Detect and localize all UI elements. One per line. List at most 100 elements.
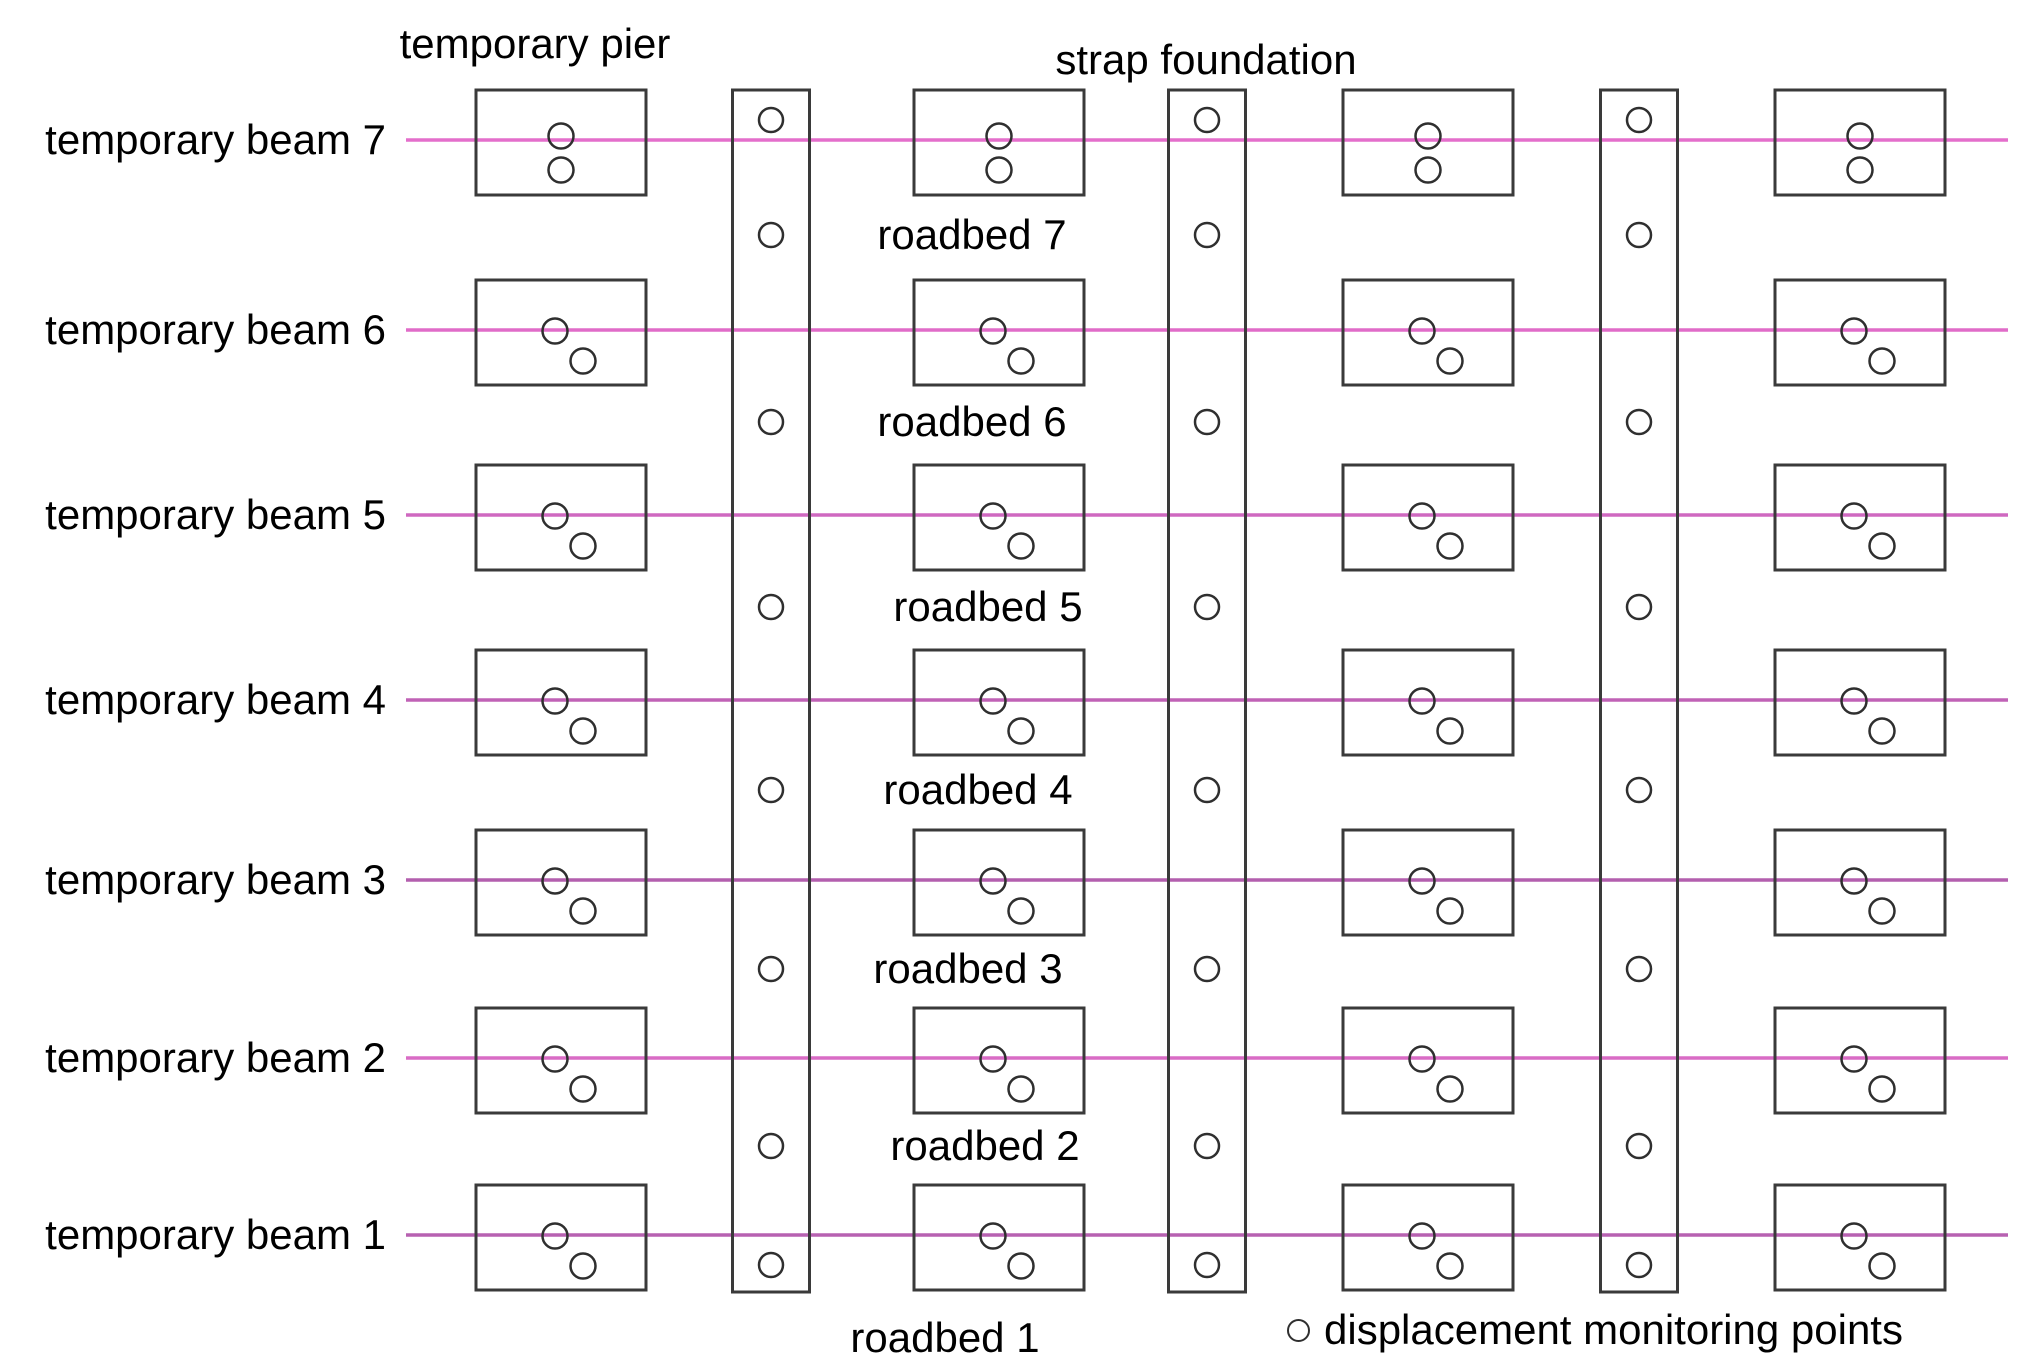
temporary-pier-rect <box>1773 278 1947 387</box>
monitoring-point-circle <box>1193 221 1221 249</box>
monitoring-point-circle <box>1193 106 1221 134</box>
temporary-pier-label: temporary pier <box>399 20 671 67</box>
monitoring-point-circle <box>757 776 785 804</box>
monitoring-point-circle <box>1840 867 1868 895</box>
beam-label-5: temporary beam 5 <box>45 491 386 538</box>
monitoring-point-circle <box>1436 1252 1464 1280</box>
monitoring-point-circle <box>1408 687 1436 715</box>
roadbed-label-2: roadbed 2 <box>890 1122 1080 1169</box>
temporary-pier-rect <box>1773 648 1947 757</box>
strap-foundation-rect <box>1167 88 1247 1294</box>
monitoring-point-circle <box>979 317 1007 345</box>
monitoring-point-circle <box>1625 221 1653 249</box>
monitoring-point-circle <box>541 867 569 895</box>
roadbed-label-7: roadbed 7 <box>877 211 1067 258</box>
monitoring-point-circle <box>1408 317 1436 345</box>
temporary-pier-rect <box>1773 828 1947 937</box>
beam-label-2: temporary beam 2 <box>45 1034 386 1081</box>
monitoring-point-circle <box>541 502 569 530</box>
monitoring-point-circle <box>979 1045 1007 1073</box>
temporary-pier-rect <box>1773 463 1947 572</box>
temporary-pier-rect <box>474 278 648 387</box>
temporary-pier-rect <box>1341 278 1515 387</box>
monitoring-point-circle <box>1414 156 1442 184</box>
beam-label-3: temporary beam 3 <box>45 856 386 903</box>
temporary-pier-rect <box>1341 463 1515 572</box>
monitoring-point-circle <box>1840 687 1868 715</box>
monitoring-point-circle <box>979 1222 1007 1250</box>
temporary-pier-rect <box>1341 1183 1515 1292</box>
monitoring-point-circle <box>1007 1252 1035 1280</box>
monitoring-point-circle <box>547 156 575 184</box>
monitoring-point-circle <box>1625 106 1653 134</box>
monitoring-point-circle <box>979 867 1007 895</box>
monitoring-point-circle <box>1193 1251 1221 1279</box>
temporary-pier-rect <box>912 1183 1086 1292</box>
monitoring-point-circle <box>1436 347 1464 375</box>
monitoring-point-circle <box>1625 408 1653 436</box>
monitoring-point-circle <box>1007 532 1035 560</box>
monitoring-point-circle <box>757 408 785 436</box>
legend-label: displacement monitoring points <box>1324 1306 1903 1353</box>
monitoring-point-circle <box>1193 1132 1221 1160</box>
monitoring-point-circle <box>757 221 785 249</box>
beam-label-1: temporary beam 1 <box>45 1211 386 1258</box>
temporary-pier-rect <box>1773 1006 1947 1115</box>
monitoring-point-circle <box>1193 776 1221 804</box>
temporary-pier-rect <box>1341 648 1515 757</box>
monitoring-point-circle <box>541 1222 569 1250</box>
strap-foundation-rect <box>1599 88 1679 1294</box>
temporary-pier-rect <box>474 648 648 757</box>
monitoring-point-circle <box>757 106 785 134</box>
temporary-pier-rect <box>474 1183 648 1292</box>
monitoring-point-circle <box>1436 1075 1464 1103</box>
monitoring-point-circle <box>1436 532 1464 560</box>
monitoring-point-circle <box>541 687 569 715</box>
monitoring-point-circle <box>1408 502 1436 530</box>
monitoring-point-circle <box>1625 955 1653 983</box>
temporary-pier-rect <box>912 463 1086 572</box>
roadbed-label-5: roadbed 5 <box>893 583 1083 630</box>
temporary-pier-rect <box>474 88 648 197</box>
monitoring-point-circle <box>1868 717 1896 745</box>
roadbed-label-6: roadbed 6 <box>877 398 1067 445</box>
monitoring-point-circle <box>1193 593 1221 621</box>
monitoring-point-circle <box>985 156 1013 184</box>
monitoring-point-circle <box>1868 897 1896 925</box>
monitoring-point-circle <box>985 122 1013 150</box>
monitoring-point-circle <box>1840 1045 1868 1073</box>
monitoring-point-circle <box>1007 347 1035 375</box>
legend: displacement monitoring points <box>1287 1304 1903 1356</box>
monitoring-point-circle <box>1007 717 1035 745</box>
roadbed-label-3: roadbed 3 <box>873 945 1063 992</box>
monitoring-point-circle <box>569 347 597 375</box>
monitoring-point-circle <box>1840 502 1868 530</box>
roadbed-label-4: roadbed 4 <box>883 766 1073 813</box>
temporary-pier-rect <box>912 648 1086 757</box>
monitoring-point-circle <box>1007 1075 1035 1103</box>
monitoring-point-circle <box>569 717 597 745</box>
monitoring-point-circle <box>1868 347 1896 375</box>
temporary-pier-rect <box>474 828 648 937</box>
monitoring-point-circle <box>1193 408 1221 436</box>
monitoring-point-circle <box>757 1251 785 1279</box>
monitoring-point-circle <box>1846 156 1874 184</box>
monitoring-point-circle <box>541 317 569 345</box>
monitoring-point-circle <box>1840 1222 1868 1250</box>
monitoring-point-circle <box>757 593 785 621</box>
beam-label-7: temporary beam 7 <box>45 116 386 163</box>
temporary-pier-rect <box>912 1006 1086 1115</box>
monitoring-point-circle <box>1408 1045 1436 1073</box>
temporary-pier-rect <box>912 88 1086 197</box>
strap-foundation-label: strap foundation <box>1055 36 1357 83</box>
monitoring-point-circle <box>1868 532 1896 560</box>
roadbed-label-1: roadbed 1 <box>850 1314 1040 1361</box>
monitoring-point-circle <box>1414 122 1442 150</box>
monitoring-point-circle <box>569 1252 597 1280</box>
monitoring-point-circle <box>1625 593 1653 621</box>
monitoring-point-circle <box>1408 867 1436 895</box>
monitoring-point-circle <box>541 1045 569 1073</box>
temporary-pier-rect <box>912 278 1086 387</box>
